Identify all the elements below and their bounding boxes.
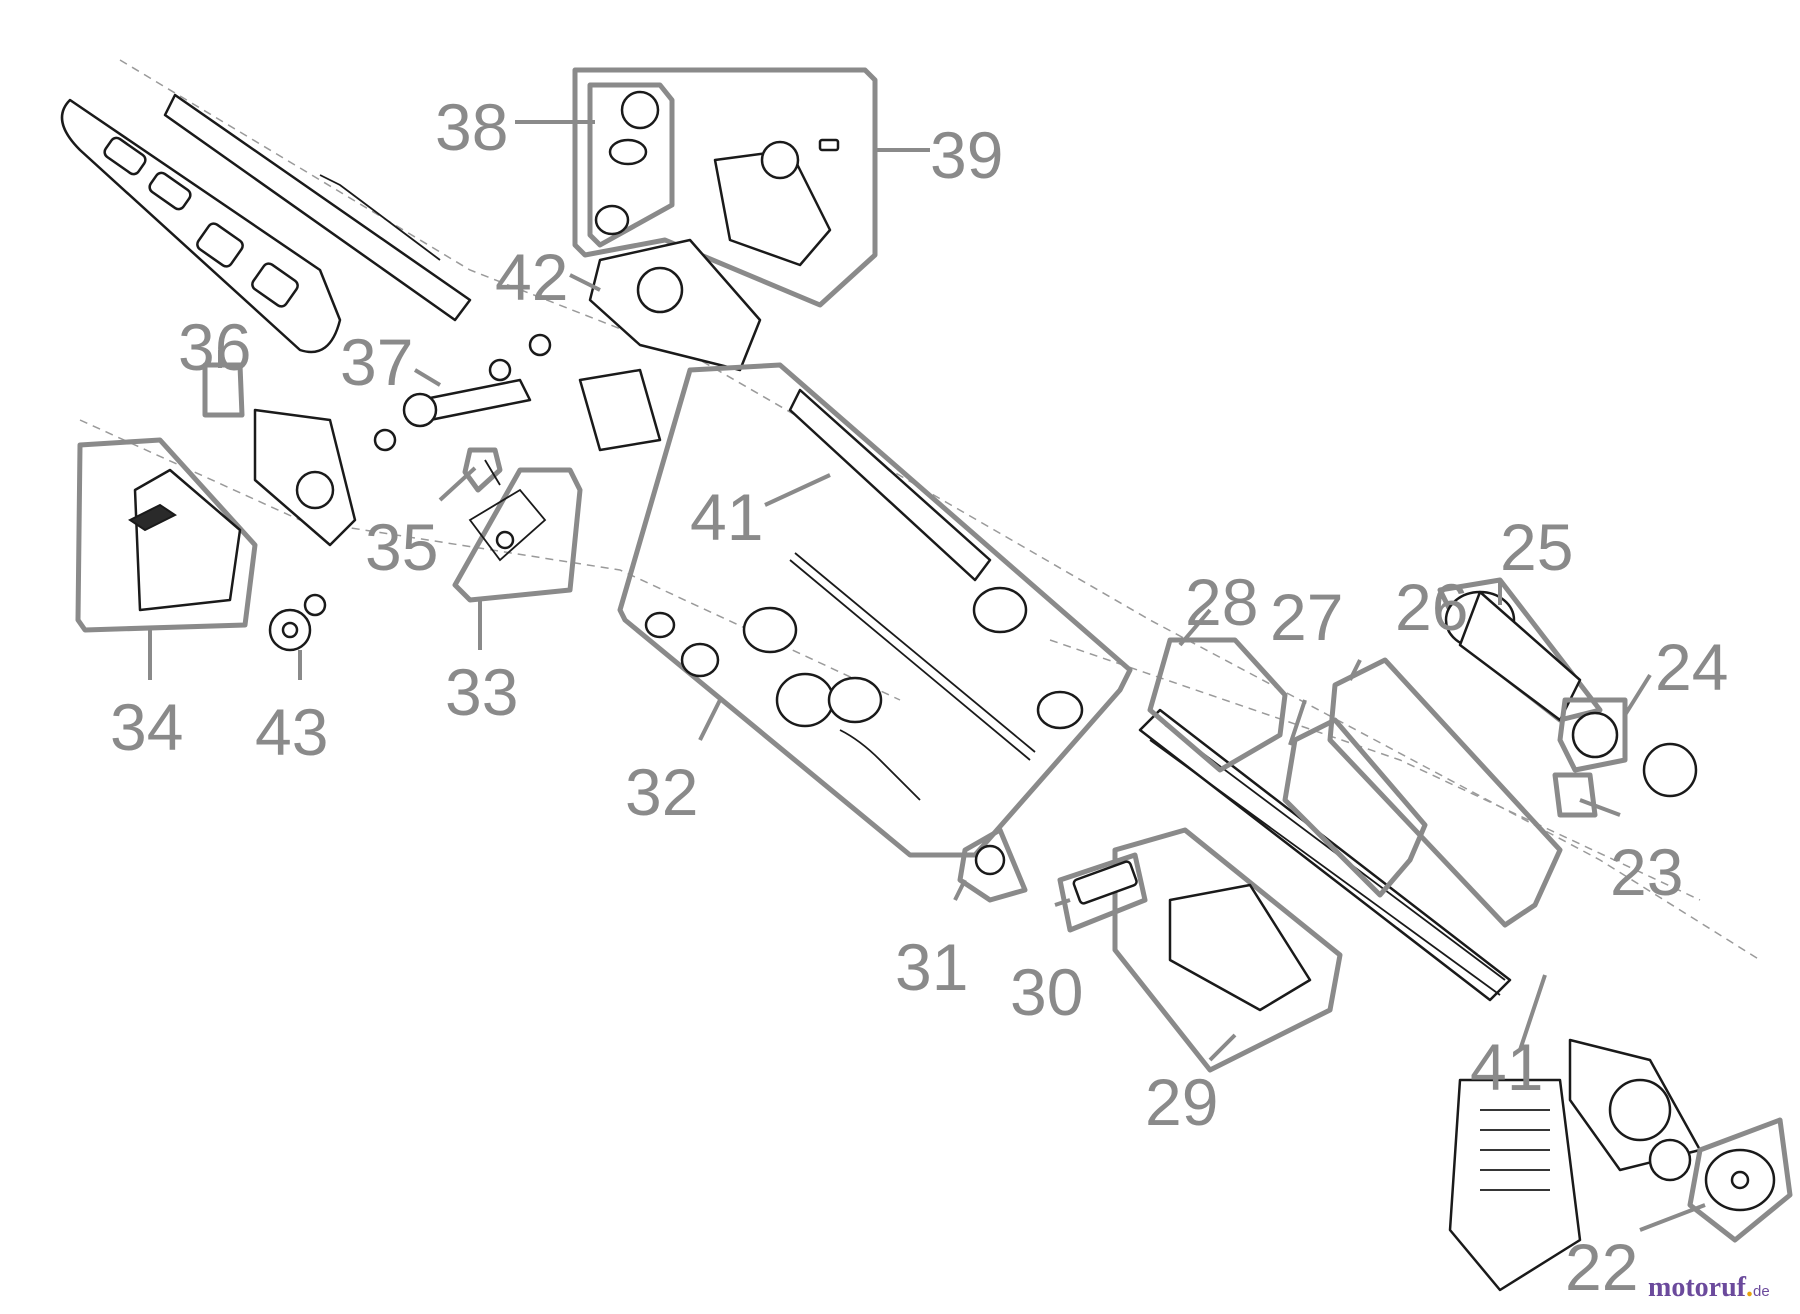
- callout-24: 24: [1655, 630, 1728, 704]
- group-22-outline: [1687, 1117, 1793, 1243]
- group-23-outline: [1552, 772, 1598, 818]
- group-31-outline: [957, 827, 1028, 903]
- callout-35: 35: [365, 510, 438, 584]
- oil-tank: [713, 138, 840, 267]
- callout-37: 37: [340, 325, 413, 399]
- brand-watermark: motoruf.de: [1648, 1272, 1770, 1303]
- brand-name: motoruf.de: [1648, 1272, 1770, 1303]
- drive-shaft-parts: [644, 388, 1084, 801]
- sprocket-cover: [128, 468, 242, 612]
- callout-25: 25: [1500, 510, 1573, 584]
- guide-bar: [60, 98, 342, 354]
- trigger-parts: [974, 844, 1138, 905]
- sprocket-assembly: [373, 333, 552, 452]
- callout-22: 22: [1565, 1230, 1638, 1304]
- group-27-outline: [1282, 717, 1428, 898]
- callout-41-lower: 41: [1470, 1030, 1543, 1104]
- callout-23: 23: [1610, 835, 1683, 909]
- callout-29: 29: [1145, 1065, 1218, 1139]
- group-38-outline: [587, 82, 675, 248]
- callout-33: 33: [445, 655, 518, 729]
- handle-clamp: [1571, 711, 1698, 798]
- spacer-washer: [268, 593, 327, 652]
- engine-cover-disc: [1704, 1148, 1776, 1212]
- callout-31: 31: [895, 930, 968, 1004]
- gear-housing: [578, 238, 762, 452]
- callout-26: 26: [1395, 570, 1468, 644]
- group-38-39-outline: [572, 67, 878, 308]
- oil-cap: [594, 90, 660, 236]
- callout-41-upper: 41: [690, 480, 763, 554]
- group-28-outline: [1147, 637, 1288, 773]
- callout-42: 42: [495, 240, 568, 314]
- group-33-outline: [452, 467, 583, 603]
- clutch-cover-plate: [253, 408, 357, 547]
- group-36-outline: [202, 362, 245, 418]
- callout-38: 38: [435, 90, 508, 164]
- callout-39: 39: [930, 118, 1003, 192]
- callout-labels: 22 23 24 25 26 27 28 29 30 31 32 33 34 3…: [110, 90, 1728, 1304]
- group-29-outline: [1112, 827, 1343, 1073]
- callout-32: 32: [625, 755, 698, 829]
- group-26-outline: [1327, 657, 1563, 928]
- saw-chain: [163, 93, 472, 322]
- group-30-outline: [1057, 852, 1148, 933]
- callout-36: 36: [178, 310, 251, 384]
- callout-28: 28: [1185, 565, 1258, 639]
- group-32-outline: [617, 362, 1133, 858]
- throttle-housing: [1168, 883, 1312, 1012]
- group-24-outline: [1557, 697, 1628, 773]
- callout-34: 34: [110, 690, 183, 764]
- leader-lines: [148, 120, 1706, 1232]
- chain-tensioner: [468, 459, 547, 562]
- group-35-outline: [462, 447, 503, 493]
- callout-27: 27: [1270, 580, 1343, 654]
- engine-assembly: [1448, 1038, 1702, 1292]
- callout-43: 43: [255, 695, 328, 769]
- callout-30: 30: [1010, 955, 1083, 1029]
- group-34-outline: [75, 437, 258, 633]
